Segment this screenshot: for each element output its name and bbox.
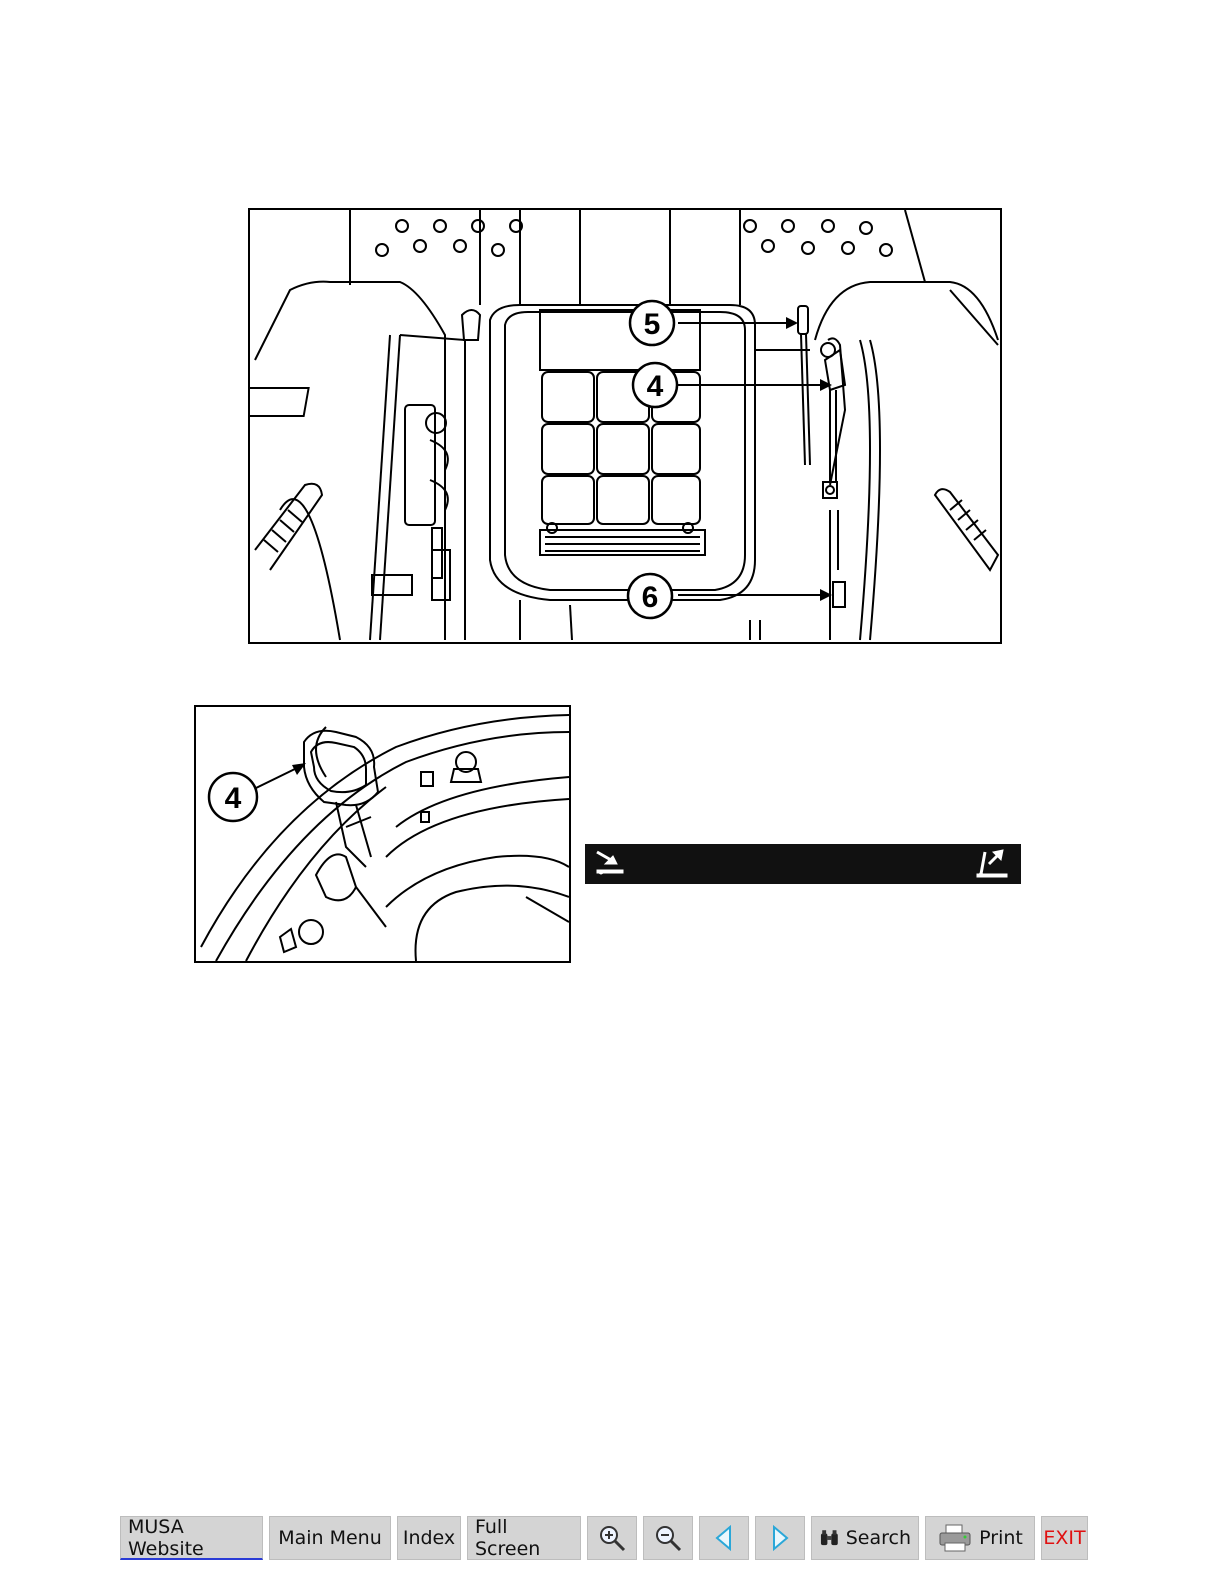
full-screen-label: Full Screen <box>475 1516 573 1560</box>
lever-decal <box>585 844 1021 884</box>
top-illustration-svg: 5 4 6 <box>250 210 1000 642</box>
callout-6: 6 <box>628 574 672 618</box>
top-illustration: 5 4 6 <box>248 208 1002 644</box>
callout-5: 5 <box>630 301 674 345</box>
callout-5-label: 5 <box>644 308 661 341</box>
next-page-button[interactable] <box>755 1516 805 1560</box>
print-label: Print <box>979 1527 1023 1549</box>
exit-button[interactable]: EXIT <box>1041 1516 1088 1560</box>
printer-icon <box>937 1523 973 1553</box>
triangle-left-icon <box>712 1524 736 1552</box>
lever-down-icon <box>597 852 623 874</box>
zoom-out-button[interactable] <box>643 1516 693 1560</box>
decal-svg <box>585 844 1021 884</box>
main-menu-label: Main Menu <box>278 1527 382 1549</box>
print-button[interactable]: Print <box>925 1516 1035 1560</box>
triangle-right-icon <box>768 1524 792 1552</box>
callout-4-label: 4 <box>647 370 664 403</box>
search-button[interactable]: Search <box>811 1516 919 1560</box>
callout-4: 4 <box>633 363 677 407</box>
detail-illustration-svg: 4 <box>196 707 569 961</box>
musa-website-button[interactable]: MUSA Website <box>120 1516 263 1560</box>
callout-6-label: 6 <box>642 581 659 614</box>
zoom-in-button[interactable] <box>587 1516 637 1560</box>
binoculars-icon <box>819 1523 840 1553</box>
index-button[interactable]: Index <box>397 1516 461 1560</box>
exit-label: EXIT <box>1043 1527 1085 1549</box>
previous-page-button[interactable] <box>699 1516 749 1560</box>
detail-illustration: 4 <box>194 705 571 963</box>
main-menu-button[interactable]: Main Menu <box>269 1516 391 1560</box>
search-label: Search <box>846 1527 911 1549</box>
lever-up-icon <box>977 850 1007 877</box>
zoom-in-icon <box>597 1523 627 1553</box>
detail-callout-4-label: 4 <box>225 782 242 815</box>
zoom-out-icon <box>653 1523 683 1553</box>
musa-website-label: MUSA Website <box>128 1516 255 1560</box>
navigation-toolbar: MUSA Website Main Menu Index Full Screen <box>120 1516 1088 1560</box>
full-screen-button[interactable]: Full Screen <box>467 1516 581 1560</box>
index-label: Index <box>403 1527 455 1549</box>
detail-callout-4: 4 <box>209 773 257 821</box>
